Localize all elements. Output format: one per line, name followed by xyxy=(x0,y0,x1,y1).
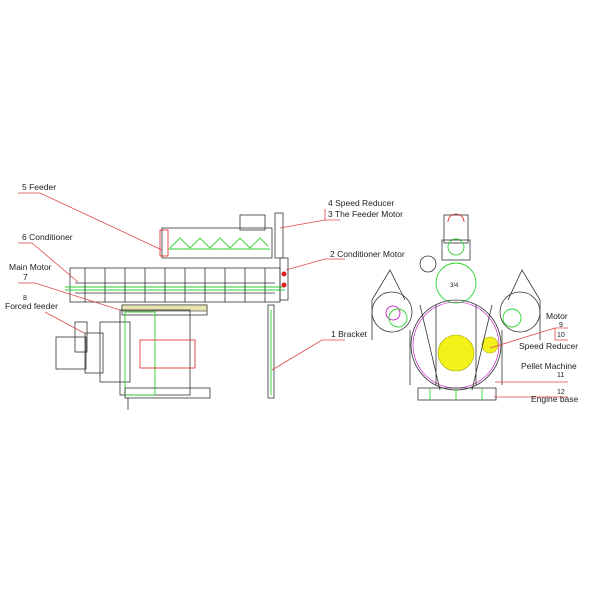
label-number-10: 10 xyxy=(557,332,565,339)
label-feeder: 5 Feeder xyxy=(22,182,56,192)
label-conditioner: 6 Conditioner xyxy=(22,232,73,242)
label-pellet-machine: Pellet Machine xyxy=(521,361,577,371)
front-view: 3/4 xyxy=(371,213,541,401)
label-engine-base: Engine base xyxy=(531,394,579,404)
label-number-7: 7 xyxy=(23,272,28,282)
side-view xyxy=(55,212,289,410)
leader-lines xyxy=(18,192,568,398)
label-number-8: 8 xyxy=(23,295,27,302)
bracket-post xyxy=(267,304,275,399)
pellet-machine-side xyxy=(55,304,211,410)
label-main-motor: Main Motor xyxy=(9,262,52,272)
label-forced-feeder: Forced feeder xyxy=(5,301,58,311)
label-number-12: 12 xyxy=(557,389,565,396)
label-speed-reducer-10: Speed Reducer xyxy=(519,341,578,351)
dimension-label: 3/4 xyxy=(450,283,459,289)
label-conditioner-motor: 2 Conditioner Motor xyxy=(330,249,405,259)
label-number-11: 11 xyxy=(557,372,564,379)
label-speed-reducer-4: 4 Speed Reducer xyxy=(328,198,394,208)
feeder-assembly xyxy=(159,212,284,259)
conditioner-assembly xyxy=(65,257,289,303)
label-bracket: 1 Bracket xyxy=(331,329,368,339)
label-motor: Motor xyxy=(546,311,568,321)
label-feeder-motor: 3 The Feeder Motor xyxy=(328,209,403,219)
label-number-9: 9 xyxy=(559,322,563,329)
